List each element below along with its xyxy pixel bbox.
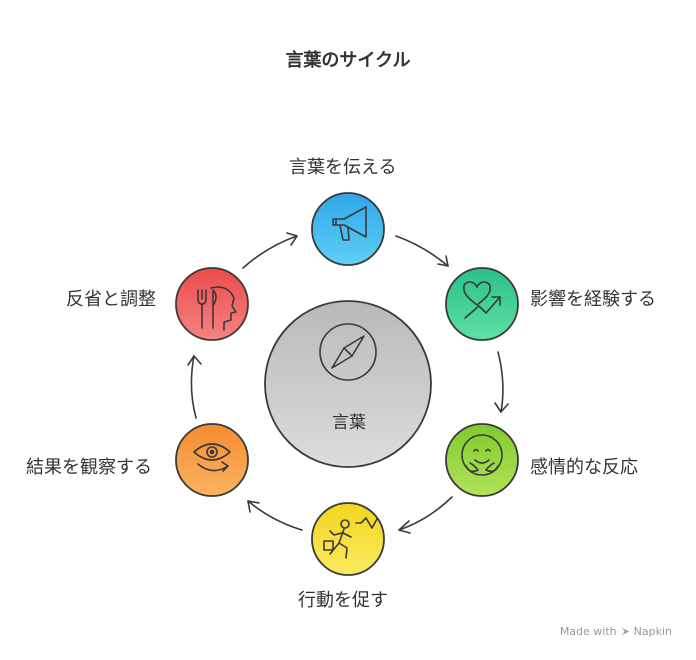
arrow-speak-to-experience: [395, 235, 449, 267]
megaphone-icon: [332, 206, 367, 241]
hugging-face-icon: [461, 434, 503, 476]
node-label-observe: 結果を観察する: [26, 457, 152, 478]
napkin-logo-icon: [621, 627, 629, 636]
eye-icon: [193, 443, 231, 472]
node-label-act: 行動を促す: [298, 590, 388, 611]
center-node: [264, 300, 432, 468]
watermark: Made with Napkin: [560, 625, 672, 638]
arrow-experience-to-react: [494, 351, 509, 413]
diagram-title: 言葉のサイクル: [285, 50, 411, 71]
node-label-react: 感情的な反応: [530, 457, 638, 478]
center-label: 言葉: [332, 413, 366, 433]
arrow-act-to-observe: [247, 500, 303, 531]
node-experience: [445, 267, 519, 341]
node-label-experience: 影響を経験する: [530, 289, 656, 310]
watermark-text: Made with: [559, 625, 617, 638]
heart-chart-icon: [462, 281, 501, 319]
node-observe: [175, 423, 249, 497]
arrow-reflect-to-speak: [242, 232, 298, 269]
head-fork-icon: [197, 286, 237, 331]
node-speak: [311, 192, 385, 266]
arrow-observe-to-reflect: [187, 355, 202, 419]
node-act: [311, 502, 385, 576]
arrow-react-to-act: [398, 496, 453, 534]
node-label-reflect: 反省と調整: [66, 289, 156, 310]
node-label-speak: 言葉を伝える: [289, 157, 397, 178]
node-reflect: [175, 267, 249, 341]
compass-icon: [319, 323, 377, 381]
running-person-icon: [323, 517, 378, 559]
node-react: [445, 423, 519, 497]
watermark-brand: Napkin: [633, 625, 672, 638]
